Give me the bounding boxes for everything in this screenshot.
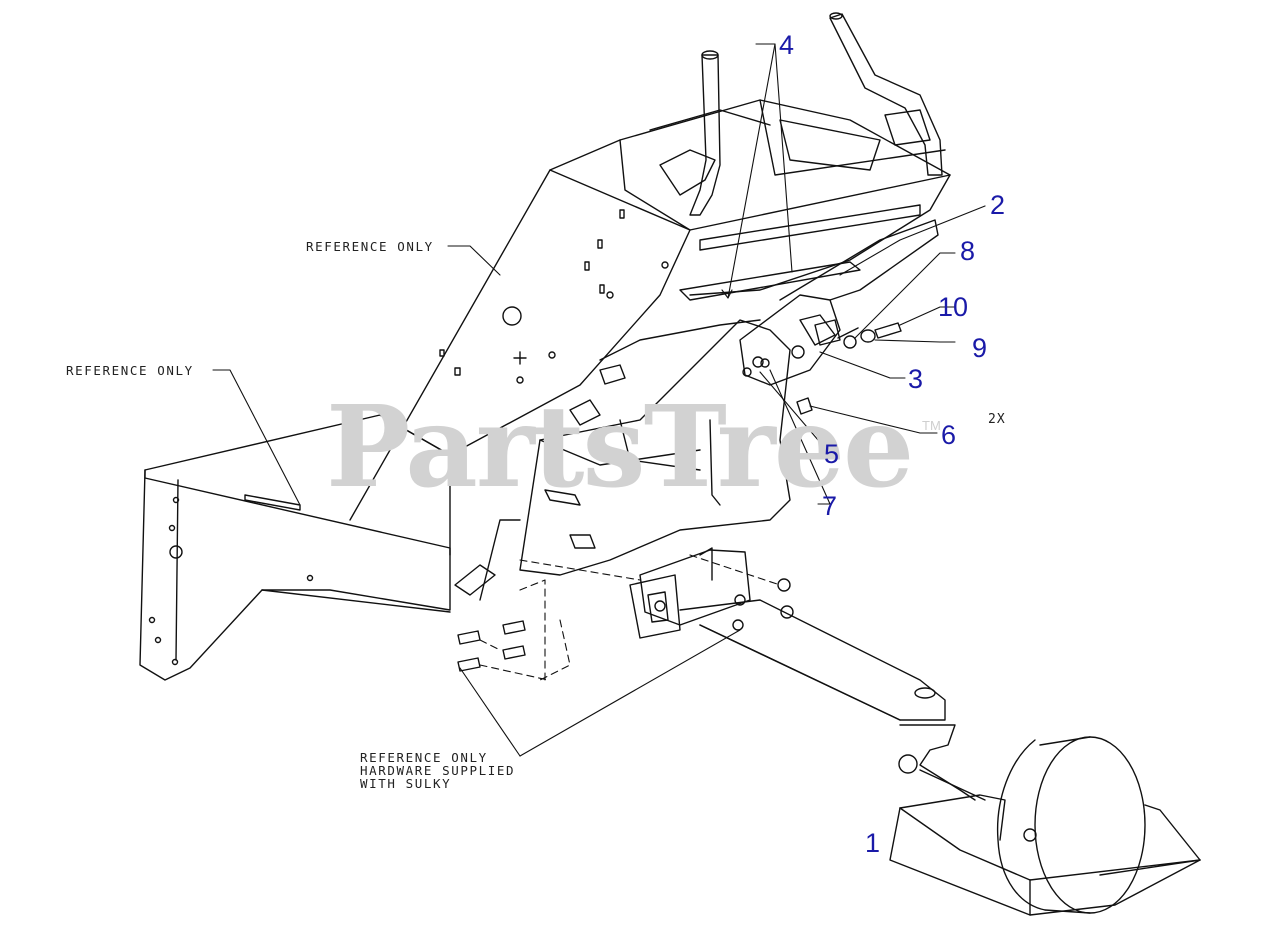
- callout-9[interactable]: 9: [972, 333, 988, 363]
- pivot-bracket: [739, 219, 939, 386]
- callout-8[interactable]: 8: [960, 236, 976, 266]
- sulky-wheel: [889, 724, 1201, 916]
- callout-7[interactable]: 7: [822, 491, 838, 521]
- note-reference-left: REFERENCE ONLY: [66, 363, 194, 378]
- mower-frame: [139, 414, 451, 681]
- hardware: [457, 322, 902, 672]
- hitch-mount-plate: [454, 319, 791, 601]
- callout-2[interactable]: 2: [990, 190, 1006, 220]
- callout-3[interactable]: 3: [908, 364, 924, 394]
- alignment-lines: [479, 554, 781, 681]
- note-reference-top: REFERENCE ONLY: [306, 239, 434, 254]
- callout-1[interactable]: 1: [865, 828, 881, 858]
- trademark-mark: TM: [922, 418, 941, 433]
- operator-platform: [349, 99, 951, 521]
- leader-lines: [212, 43, 986, 757]
- quantity-note: 2X: [988, 412, 1006, 427]
- watermark: PartsTree: [326, 382, 914, 513]
- callout-6[interactable]: 6: [941, 420, 957, 450]
- control-handles: [659, 12, 943, 216]
- hitch-receiver: [629, 547, 946, 721]
- callout-5[interactable]: 5: [824, 439, 840, 469]
- callout-4[interactable]: 4: [779, 30, 795, 60]
- note-reference-hardware: REFERENCE ONLY HARDWARE SUPPLIED WITH SU…: [360, 750, 516, 791]
- callout-10[interactable]: 10: [938, 292, 969, 322]
